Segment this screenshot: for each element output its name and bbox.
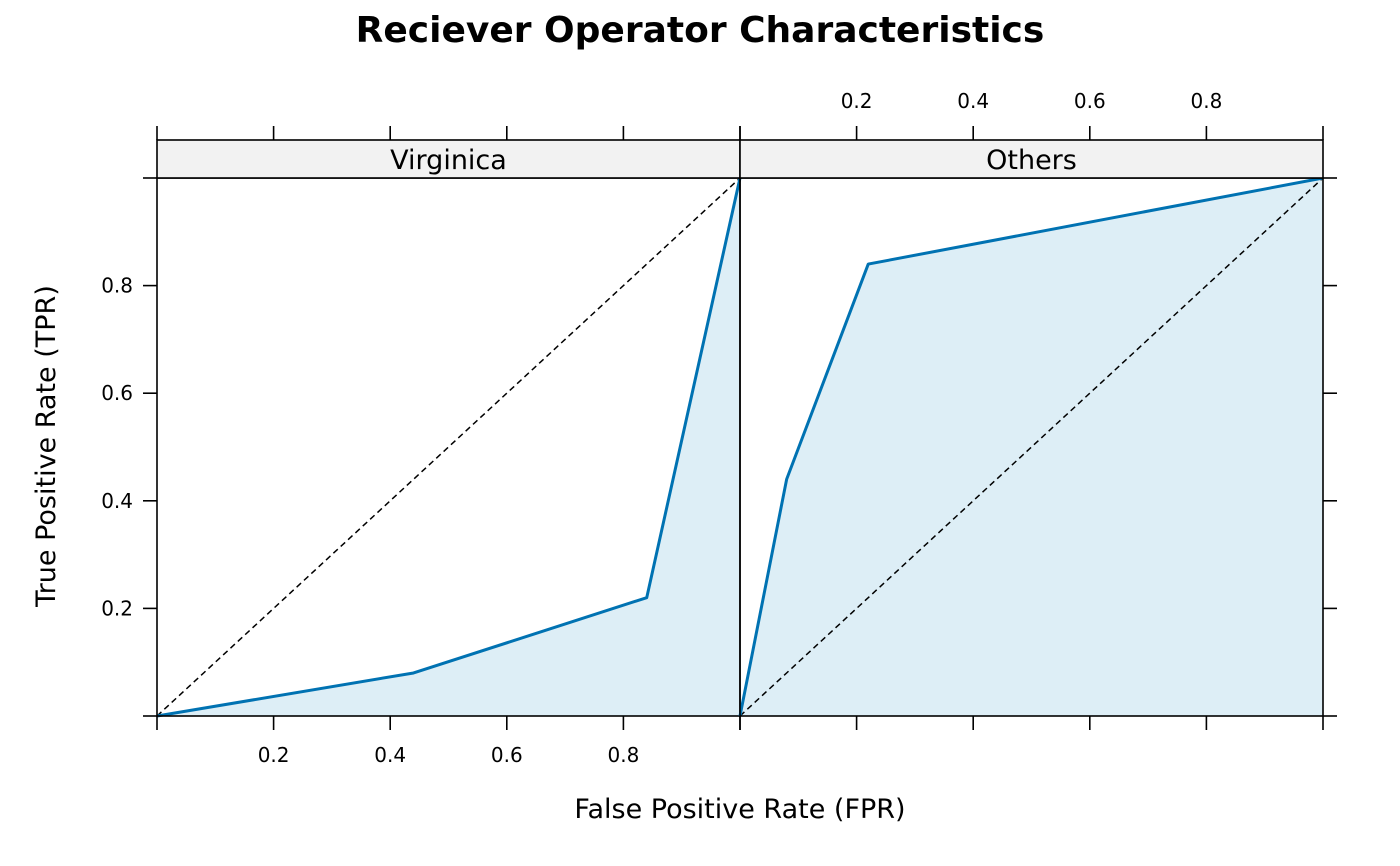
x-tick-label-bottom-virginica-4: 0.8	[607, 743, 639, 767]
y-tick-label-3: 0.6	[101, 381, 133, 405]
strip-label-others: Others	[986, 145, 1077, 176]
x-tick-label-top-others-1: 0.2	[841, 89, 873, 113]
x-tick-label-top-others-4: 0.8	[1190, 89, 1222, 113]
x-tick-label-top-others-3: 0.6	[1074, 89, 1106, 113]
strip-label-virginica: Virginica	[390, 145, 507, 176]
y-axis-label: True Positive Rate (TPR)	[31, 285, 62, 608]
roc-line-virginica	[156, 177, 742, 718]
x-axis-label: False Positive Rate (FPR)	[574, 794, 905, 825]
roc-area-virginica	[157, 178, 740, 716]
diagonal-reference-virginica	[156, 177, 741, 717]
strip-others	[739, 139, 1324, 179]
roc-line-others	[738, 176, 1324, 717]
y-tick-label-4: 0.8	[101, 274, 133, 298]
x-tick-label-bottom-virginica-3: 0.6	[491, 743, 523, 767]
y-tick-label-1: 0.2	[101, 596, 133, 620]
diagonal-reference-others	[739, 177, 1324, 717]
x-tick-label-bottom-virginica-1: 0.2	[258, 743, 290, 767]
chart-title: Reciever Operator Characteristics	[356, 10, 1045, 51]
x-tick-label-top-others-2: 0.4	[957, 89, 989, 113]
y-tick-label-2: 0.4	[101, 489, 133, 513]
x-tick-label-bottom-virginica-2: 0.4	[374, 743, 406, 767]
strip-virginica	[156, 139, 741, 179]
